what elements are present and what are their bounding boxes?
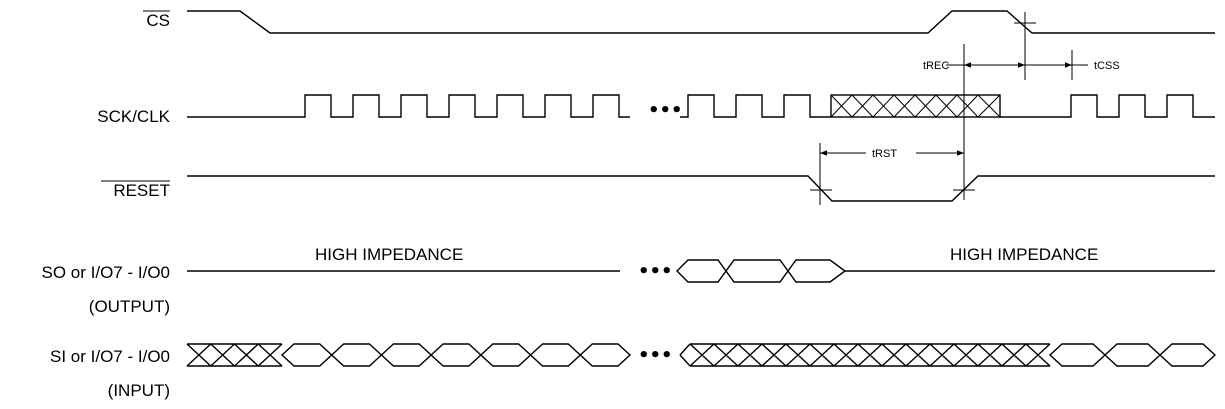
cs-label: CS xyxy=(143,10,170,30)
so-high-impedance-left: HIGH IMPEDANCE xyxy=(315,245,463,264)
sck-waveform-mid xyxy=(680,94,831,118)
sck-waveform-right xyxy=(1000,94,1215,118)
sck-label: SCK/CLK xyxy=(97,107,170,126)
si-sublabel: (INPUT) xyxy=(108,381,170,400)
sck-ellipsis: ••• xyxy=(648,100,683,121)
sck-dont-care-region xyxy=(830,94,1001,118)
sck-waveform-left xyxy=(187,94,630,118)
svg-text:CS: CS xyxy=(146,11,170,30)
so-data-bytes xyxy=(676,259,847,283)
si-waveform xyxy=(186,343,1217,367)
so-sublabel: (OUTPUT) xyxy=(89,297,170,316)
tcss-label: tCSS xyxy=(1094,60,1120,72)
reset-waveform xyxy=(187,175,1215,202)
svg-text:RESET: RESET xyxy=(113,181,170,200)
trec-label: tREC xyxy=(923,60,949,72)
si-ellipsis: ••• xyxy=(638,345,673,366)
cs-waveform xyxy=(187,10,1215,34)
trst-label: tRST xyxy=(872,148,897,160)
so-high-impedance-right: HIGH IMPEDANCE xyxy=(950,245,1098,264)
so-label: SO or I/O7 - I/O0 xyxy=(42,263,170,282)
reset-label: RESET xyxy=(101,180,170,200)
so-ellipsis: ••• xyxy=(638,261,673,282)
si-label: SI or I/O7 - I/O0 xyxy=(50,347,170,366)
